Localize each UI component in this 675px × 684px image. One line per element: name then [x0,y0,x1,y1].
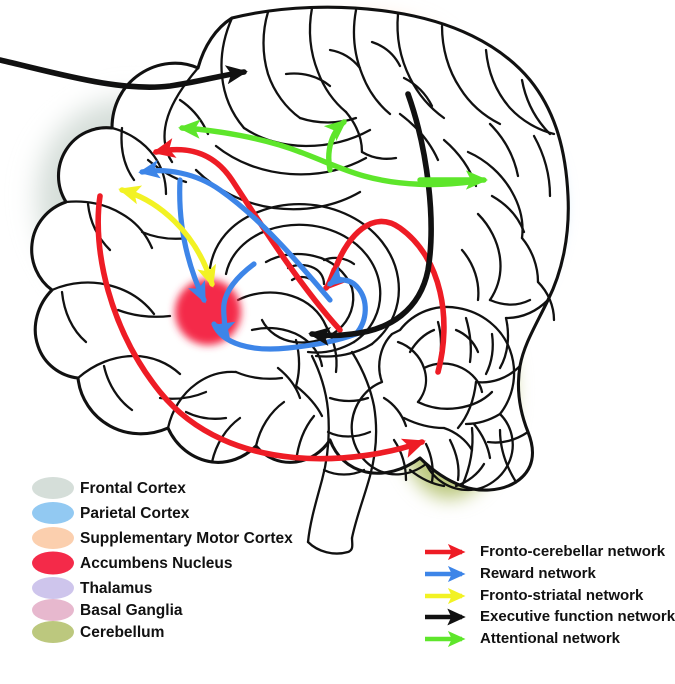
attentional-to-frontal [178,119,303,155]
network-arrows [0,57,488,462]
legend-swatch-accumbens-nucleus [32,551,74,575]
legend-label-accumbens-nucleus: Accumbens Nucleus [80,555,232,572]
legend-row-reward-network[interactable]: Reward network [425,565,597,583]
attentional-trunk [297,149,473,188]
executive-to-sma [0,57,248,90]
legend-row-attentional-network[interactable]: Attentional network [425,630,621,648]
legend-row-thalamus[interactable]: Thalamus [32,577,152,599]
executive-to-basal-ganglia [308,91,434,347]
legend-row-frontal-cortex[interactable]: Frontal Cortex [32,477,186,499]
legend-swatch-thalamus [32,577,74,599]
network-legend: Fronto-cerebellar network Reward network… [425,543,675,648]
legend-label-basal-ganglia: Basal Ganglia [80,602,183,619]
legend-row-accumbens-nucleus[interactable]: Accumbens Nucleus [32,551,232,575]
brain-region-legend: Frontal Cortex Parietal Cortex Supplemen… [32,477,293,643]
legend-label-reward-network: Reward network [480,565,597,582]
attentional-to-sma [323,119,348,173]
legend-label-fronto-striatal-network: Fronto-striatal network [480,587,644,604]
legend-row-executive-function-network[interactable]: Executive function network [425,608,675,626]
fronto-cerebellar-to-cerebellum [95,193,426,462]
reward-accumbens-loop [212,261,257,340]
legend-row-supplementary-motor-cortex[interactable]: Supplementary Motor Cortex [32,527,293,549]
legend-row-fronto-striatal-network[interactable]: Fronto-striatal network [425,587,644,605]
fronto-cerebellar-to-frontal [151,138,343,333]
legend-label-parietal-cortex: Parietal Cortex [80,505,190,522]
legend-label-fronto-cerebellar-network: Fronto-cerebellar network [480,543,666,560]
legend-label-cerebellum: Cerebellum [80,624,164,641]
legend-label-attentional-network: Attentional network [480,630,621,647]
legend-label-executive-function-network: Executive function network [480,608,675,625]
legend-row-basal-ganglia[interactable]: Basal Ganglia [32,599,183,621]
corpus-callosum [208,203,400,346]
legend-label-frontal-cortex: Frontal Cortex [80,480,186,497]
reward-to-frontal [138,159,333,303]
reward-to-thalamus [326,266,368,337]
legend-row-cerebellum[interactable]: Cerebellum [32,621,164,643]
legend-swatch-cerebellum [32,621,74,643]
fronto-striatal-bidirectional [118,185,216,288]
legend-swatch-frontal-cortex [32,477,74,499]
legend-swatch-supplementary-motor-cortex [32,527,74,549]
cerebellum-outline [350,305,516,492]
brainstem [306,354,330,544]
legend-label-supplementary-motor-cortex: Supplementary Motor Cortex [80,530,293,547]
legend-row-fronto-cerebellar-network[interactable]: Fronto-cerebellar network [425,543,666,561]
legend-swatch-basal-ganglia [32,599,74,621]
legend-swatch-parietal-cortex [32,502,74,524]
legend-row-parietal-cortex[interactable]: Parietal Cortex [32,502,190,524]
brain-line-art [30,5,570,555]
reward-striatum-return [211,321,359,352]
legend-label-thalamus: Thalamus [80,580,152,597]
